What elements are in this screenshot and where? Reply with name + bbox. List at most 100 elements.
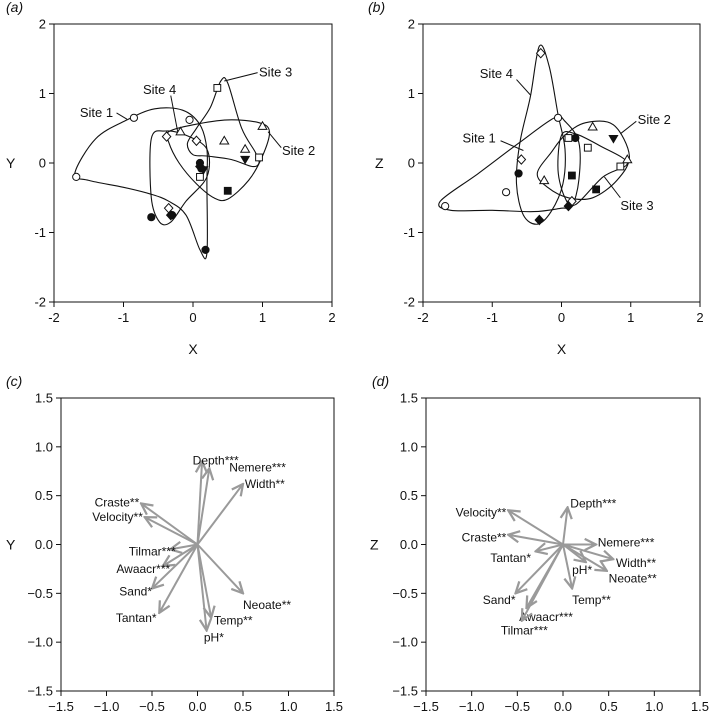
y-tick-label: 1.0 [400, 439, 418, 454]
point-triangle-filled [608, 134, 619, 144]
y-tick-label: −1.0 [392, 635, 418, 650]
site-hull [536, 120, 630, 201]
vector-arrow [145, 517, 198, 546]
vector-label: Awaacr*** [116, 562, 170, 576]
x-tick-label: 0.0 [554, 699, 572, 714]
site-hull [74, 107, 208, 260]
point-square-open [196, 173, 204, 181]
y-tick-label: 1.0 [35, 439, 53, 454]
y-tick-label: 0.5 [35, 488, 53, 503]
point-diamond-filled [165, 209, 176, 221]
point-circle-filled [571, 133, 580, 143]
vector-label: Temp** [572, 593, 611, 607]
vector-arrow [196, 543, 244, 594]
y-tick-label: 1.5 [400, 391, 418, 406]
site-leader-line [620, 120, 637, 135]
x-tick-label: 0.0 [188, 699, 206, 714]
vector-arrow [536, 545, 564, 552]
site-label: Site 1 [80, 105, 113, 120]
vector-label: Nemere*** [229, 460, 286, 474]
y-tick-label: 0 [408, 156, 415, 171]
point-square-open [564, 134, 573, 142]
site-hull [186, 77, 260, 168]
vector-arrow [516, 543, 564, 594]
point-circle-open [553, 113, 563, 122]
y-axis-label: Y [6, 155, 16, 171]
y-tick-label: −1.5 [392, 684, 418, 699]
point-triangle-open [257, 120, 268, 130]
y-tick-label: 2 [39, 17, 46, 32]
vector-arrow [563, 507, 568, 545]
point-diamond-open [191, 135, 202, 147]
vector-arrow [196, 484, 244, 546]
vector-arrow [170, 545, 198, 550]
x-axis-label: X [188, 341, 198, 357]
x-tick-label: -2 [417, 310, 429, 325]
panel-label: (c) [6, 373, 22, 389]
point-circle-open [441, 201, 450, 211]
vector-label: Temp** [214, 614, 253, 628]
vector-label: Depth*** [193, 454, 239, 468]
vector-label: Tilmar*** [129, 544, 176, 558]
point-square-filled [592, 185, 601, 194]
plot-frame [422, 23, 701, 303]
y-tick-label: 1.5 [35, 391, 53, 406]
y-axis-label: Z [370, 537, 379, 553]
point-circle-open [502, 188, 511, 197]
panel-label: (d) [372, 373, 389, 389]
site-label: Site 4 [480, 66, 513, 81]
vector-label: pH* [572, 563, 592, 577]
point-triangle-open [622, 154, 633, 164]
y-tick-label: −0.5 [27, 586, 53, 601]
site-hull [149, 130, 211, 226]
x-tick-label: −1.5 [48, 699, 74, 714]
x-tick-label: −0.5 [504, 699, 530, 714]
point-triangle-open [538, 174, 550, 185]
vector-label: Tantan* [116, 611, 157, 625]
vector-label: Craste** [462, 531, 507, 545]
site-leader-line [500, 140, 524, 151]
vector-arrow [159, 544, 199, 613]
y-tick-label: 0.5 [400, 488, 418, 503]
y-axis-label: Z [375, 155, 384, 171]
vector-label: Width** [245, 477, 285, 491]
x-tick-label: 1.0 [279, 699, 297, 714]
panel-label: (b) [368, 0, 385, 15]
vector-label: Tantan* [490, 551, 531, 565]
vector-label: Neoate** [609, 572, 657, 586]
vector-arrow [522, 544, 564, 621]
vector-label: Craste** [95, 496, 140, 510]
vector-label: Neoate** [243, 598, 291, 612]
x-tick-label: 1 [627, 310, 634, 325]
site-label: Site 3 [259, 65, 292, 80]
vector-label: pH* [204, 630, 224, 644]
x-tick-label: −0.5 [139, 699, 165, 714]
y-tick-label: 0.0 [35, 537, 53, 552]
point-square-open [255, 153, 263, 162]
x-tick-label: 1.0 [645, 699, 663, 714]
vector-label: Velocity** [456, 505, 507, 519]
site-hull [515, 44, 566, 225]
vector-label: Sand* [119, 584, 152, 598]
point-diamond-open [161, 131, 172, 142]
site-hull [438, 115, 581, 213]
point-circle-filled [514, 169, 523, 178]
vector-arrow [196, 468, 210, 545]
site-leader-line [170, 95, 179, 132]
point-square-open [583, 143, 592, 152]
vector-label: Width** [616, 556, 656, 570]
y-tick-label: -1 [34, 225, 46, 240]
y-tick-label: 0 [39, 156, 46, 171]
vector-arrow [196, 544, 207, 631]
point-triangle-open [219, 135, 230, 145]
y-tick-label: -2 [34, 295, 46, 310]
x-axis-label: X [557, 341, 567, 357]
vector-arrow [562, 543, 613, 560]
site-hull [165, 119, 271, 202]
point-diamond-filled [534, 214, 545, 226]
point-circle-filled [147, 213, 156, 222]
site-label: Site 4 [143, 82, 176, 97]
